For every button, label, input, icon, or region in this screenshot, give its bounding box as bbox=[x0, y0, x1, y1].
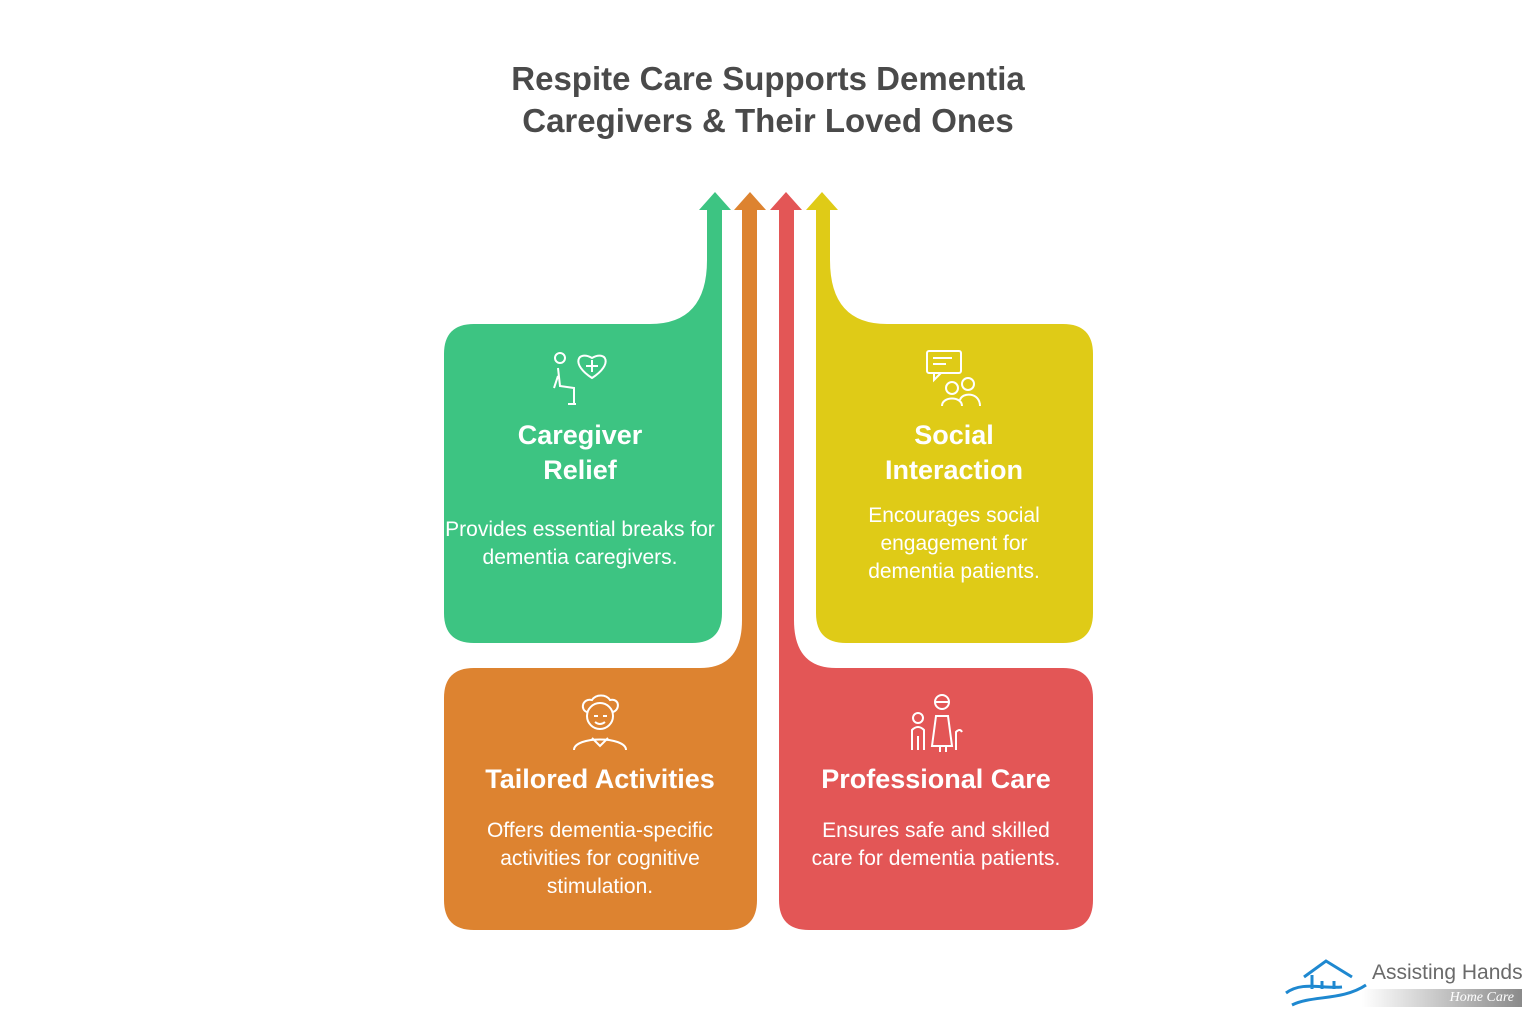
caregiver-heart-icon bbox=[553, 352, 607, 405]
red-arrow-shape bbox=[770, 192, 1093, 930]
chat-people-icon bbox=[926, 350, 981, 407]
caregiver-patient-icon bbox=[911, 694, 963, 752]
hand-house-icon bbox=[1285, 959, 1367, 1007]
elderly-person-icon bbox=[573, 694, 627, 751]
yellow-arrow-shape bbox=[806, 192, 1093, 643]
orange-arrow-shape bbox=[444, 192, 766, 930]
card-professional-care: Professional Care Ensures safe and skill… bbox=[806, 692, 1066, 873]
card-tailored-activities: Tailored Activities Offers dementia-spec… bbox=[470, 692, 730, 901]
green-arrow-shape bbox=[444, 192, 731, 643]
card-social-interaction: Social Interaction Encourages social eng… bbox=[836, 348, 1072, 586]
assisting-hands-logo: Assisting Hands Home Care bbox=[1282, 955, 1532, 1015]
card-caregiver-relief: Caregiver Relief Provides essential brea… bbox=[444, 348, 716, 572]
